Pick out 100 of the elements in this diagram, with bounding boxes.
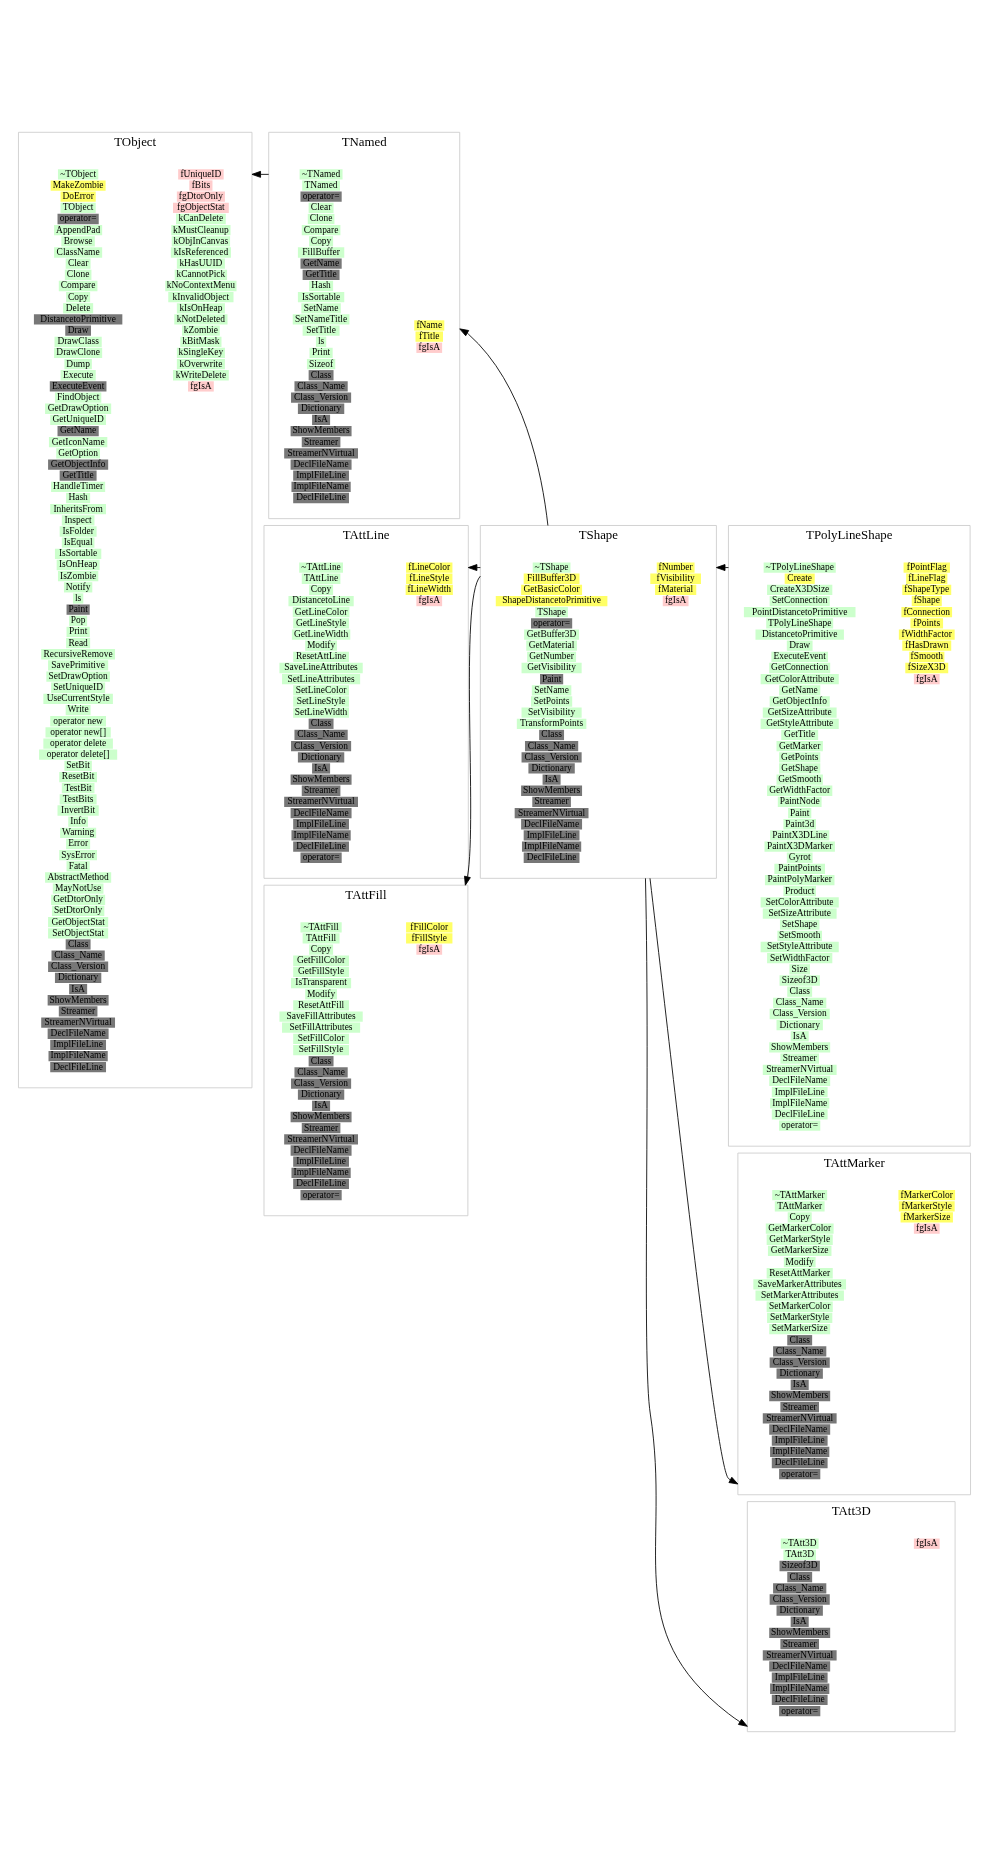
- node-box: Gyrot: [786, 852, 813, 863]
- node-box-text: fLineFlag: [906, 573, 948, 584]
- node-box: Fatal: [66, 861, 90, 872]
- node-box: SavePrimitive: [48, 660, 109, 671]
- node-box: fgIsA: [913, 674, 940, 685]
- node-box: StreamerNVirtual: [284, 448, 358, 459]
- node-box: ImplFileLine: [523, 830, 580, 841]
- node-box: Write: [65, 704, 91, 716]
- node-box: CreateX3DSize: [767, 584, 833, 596]
- node-box-text: GetOption: [56, 448, 100, 459]
- node-box: ImplFileLine: [771, 1086, 828, 1098]
- node-box: Clear: [308, 202, 334, 213]
- node-box: ImplFileName: [48, 1050, 108, 1062]
- node-box: IsTransparent: [291, 977, 352, 989]
- node-box: kSingleKey: [176, 347, 225, 359]
- node-box: GetUniqueID: [50, 414, 107, 426]
- node-box: DeclFileName: [290, 459, 352, 470]
- node-box: TPolyLineShape: [766, 618, 834, 629]
- node-box: StreamerNVirtual: [284, 796, 358, 808]
- node-box: operator new[]: [45, 727, 111, 738]
- node-box: Read: [66, 637, 91, 649]
- node-box: SetConnection: [769, 595, 830, 607]
- node-box: Class_Version: [291, 1078, 352, 1089]
- node-box: fWidthFactor: [898, 629, 955, 640]
- node-box: SetColorAttribute: [760, 897, 839, 908]
- node-box: kInvalidObject: [168, 292, 234, 303]
- node-box: SetVisibility: [521, 707, 582, 718]
- node-box: PaintX3DLine: [770, 830, 830, 841]
- node-box: ImplFileName: [770, 1683, 830, 1694]
- node-box: Inspect: [61, 515, 95, 526]
- node-box: fSmooth: [909, 651, 945, 662]
- node-box: fLineColor: [406, 562, 453, 573]
- node-box: Dictionary: [528, 763, 575, 774]
- node-box: GetMarkerSize: [767, 1245, 832, 1257]
- node-box: ImplFileLine: [771, 1672, 828, 1683]
- node-box: GetObjectInfo: [48, 459, 109, 470]
- node-box: StreamerNVirtual: [762, 1064, 837, 1075]
- node-box: SetDrawOption: [46, 671, 110, 682]
- node-box: ls: [315, 336, 327, 347]
- node-box: UseCurrentStyle: [43, 693, 113, 705]
- node-box: Class: [787, 1335, 813, 1346]
- node-box: IsA: [69, 983, 88, 995]
- node-box: Info: [68, 816, 88, 827]
- node-box: Execute: [60, 370, 96, 381]
- node-box: kIsReferenced: [170, 247, 231, 258]
- node-box: AbstractMethod: [45, 872, 112, 883]
- node-box: GetLineWidth: [291, 629, 351, 640]
- node-box: ~TPolyLineShape: [763, 562, 836, 573]
- node-box: fShapeType: [902, 584, 952, 596]
- node-box: GetFillColor: [293, 955, 349, 966]
- node-box: FillBuffer: [297, 247, 345, 258]
- node-box: ShowMembers: [769, 1042, 831, 1053]
- node-box: GetName: [57, 425, 99, 437]
- node-box: ImplFileLine: [771, 1435, 828, 1446]
- node-box: Create: [784, 573, 815, 584]
- node-box: Paint3d: [783, 819, 816, 830]
- node-box: SetWidthFactor: [767, 953, 833, 964]
- node-box: fSizeX3D: [905, 662, 949, 674]
- node-box: ShowMembers: [521, 785, 583, 796]
- node-box-text: Modify: [305, 640, 337, 651]
- node-box: ShowMembers: [290, 774, 352, 785]
- node-box: GetPoints: [779, 752, 821, 763]
- node-box: IsA: [312, 1100, 331, 1111]
- node-box: DistancetoPrimitive: [755, 629, 844, 640]
- node-box: fgIsA: [416, 944, 443, 955]
- node-box: InvertBit: [57, 805, 99, 816]
- node-box: Draw: [786, 640, 813, 651]
- node-box: fHasDrawn: [902, 640, 952, 651]
- node-box-text: kMustCleanup: [171, 225, 231, 236]
- node-box: fLineStyle: [406, 573, 453, 584]
- node-box: Dictionary: [776, 1020, 823, 1031]
- node-box: DeclFileName: [47, 1028, 109, 1039]
- node-box: DeclFileLine: [771, 1457, 828, 1469]
- arrow: [459, 328, 549, 526]
- node-box: SetTitle: [302, 325, 340, 336]
- node-box: Streamer: [780, 1639, 819, 1650]
- node-box: GetObjectStat: [48, 917, 109, 928]
- node-box: DeclFileName: [521, 819, 583, 830]
- node-box: Hash: [309, 280, 334, 292]
- node-box: GetFillStyle: [293, 966, 349, 978]
- node-box: ImplFileName: [291, 1167, 351, 1178]
- node-box: MayNotUse: [52, 883, 104, 894]
- node-box: SetSmooth: [777, 930, 822, 941]
- node-box: SetNameTitle: [292, 314, 350, 325]
- node-box: ResetAttFill: [293, 1000, 349, 1011]
- node-box: AppendPad: [54, 225, 103, 236]
- node-box: Warning: [60, 827, 97, 838]
- node-box: Class_Version: [521, 752, 582, 763]
- node-box: ~TObject: [57, 169, 99, 180]
- node-box: fMarkerSize: [900, 1212, 953, 1223]
- node-box: GetSmooth: [776, 774, 823, 785]
- node-box: MakeZombie: [50, 180, 106, 191]
- node-box: Paint: [788, 807, 812, 819]
- node-box: Class: [308, 1056, 334, 1067]
- node-box: ShowMembers: [47, 995, 109, 1006]
- node-box: fgIsA: [416, 595, 443, 607]
- node-box: ~TAttLine: [299, 562, 343, 573]
- node-box: GetTitle: [59, 470, 97, 481]
- node-box: GetMarkerColor: [765, 1223, 834, 1234]
- node-box: DrawClone: [54, 347, 103, 359]
